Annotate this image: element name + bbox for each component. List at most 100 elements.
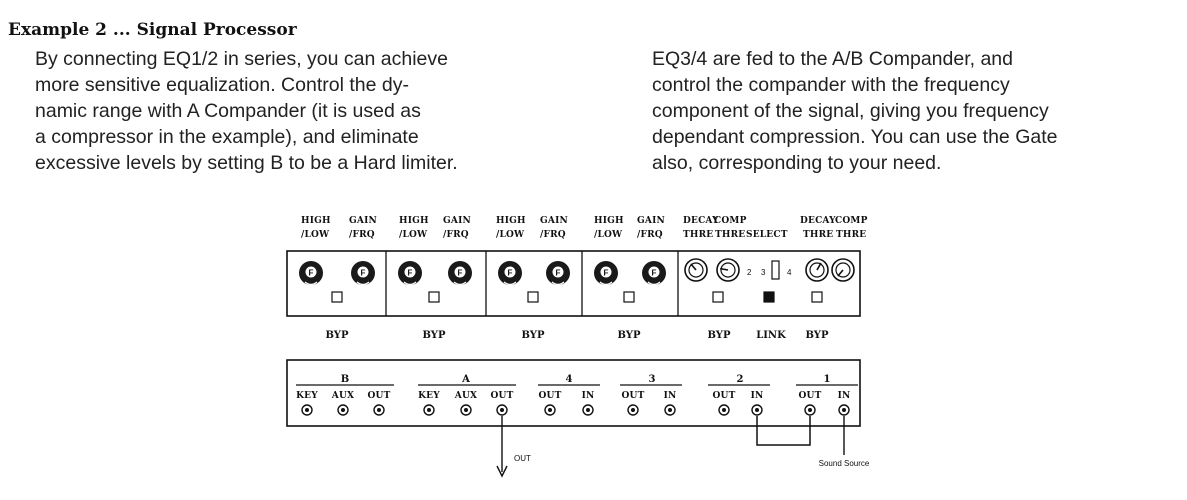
eq-label-high: HIGH: [399, 216, 429, 226]
knob-cap: [504, 266, 516, 278]
dial-pointer: [816, 262, 822, 271]
comp-label-thre: THRE: [715, 230, 745, 240]
jack-center: [755, 408, 759, 412]
knob-arc: [647, 281, 661, 286]
knob-arc: [551, 281, 565, 286]
bypass-switch: [527, 291, 539, 303]
jack-center: [842, 408, 846, 412]
jack-label: OUT: [368, 391, 391, 401]
comp-label-thre: THRE: [803, 230, 833, 240]
text-line: component of the signal, giving you freq…: [652, 100, 1049, 122]
dial-pointer: [837, 269, 844, 277]
eq-label-frq: /FRQ: [443, 230, 469, 240]
jack-center: [341, 408, 345, 412]
select-label: SELECT: [746, 230, 788, 240]
select-number: 2: [747, 268, 752, 277]
knob-letter: F: [361, 269, 366, 278]
jack-group-name: 2: [737, 374, 744, 385]
text-line: namic range with A Compander (it is used…: [35, 100, 421, 122]
knob-letter: F: [309, 269, 314, 278]
knob-letter: F: [652, 269, 657, 278]
jack-label: OUT: [491, 391, 514, 401]
jack-label: OUT: [713, 391, 736, 401]
knob-cap: [454, 266, 466, 278]
dial-ring: [835, 262, 851, 278]
knob-arc: [304, 281, 318, 286]
right-paragraph: EQ3/4 are fed to the A/B Compander, and …: [652, 46, 1172, 176]
jack-center: [668, 408, 672, 412]
example-heading: Example 2 ... Signal Processor: [8, 20, 297, 40]
jack-center: [808, 408, 812, 412]
left-paragraph: By connecting EQ1/2 in series, you can a…: [35, 46, 555, 176]
comp-label-comp: COMP: [835, 216, 868, 226]
comp-label-thre: THRE: [836, 230, 866, 240]
eq-label-gain: GAIN: [349, 216, 377, 226]
sound-source-label: Sound Source: [819, 459, 870, 468]
jack-center: [427, 408, 431, 412]
jack-label: IN: [751, 391, 764, 401]
jack-center: [464, 408, 468, 412]
text-line: dependant compression. You can use the G…: [652, 126, 1058, 148]
dial-ring: [809, 262, 825, 278]
eq-label-low: /LOW: [594, 230, 623, 240]
select-switch: [771, 260, 780, 280]
jack-label: OUT: [539, 391, 562, 401]
knob-cap: [305, 266, 317, 278]
knob-letter: F: [508, 269, 513, 278]
knob-arc: [403, 281, 417, 286]
link-label: LINK: [756, 330, 786, 341]
eq-label-frq: /FRQ: [637, 230, 663, 240]
output-arrow: [496, 465, 508, 478]
bypass-label: BYP: [423, 330, 446, 341]
dial-ring: [688, 262, 704, 278]
knob-letter: F: [408, 269, 413, 278]
jack-center: [722, 408, 726, 412]
text-line: a compressor in the example), and elimin…: [35, 126, 419, 148]
eq-label-high: HIGH: [594, 216, 624, 226]
knob-cap: [552, 266, 564, 278]
eq-label-gain: GAIN: [443, 216, 471, 226]
comp-label-decay: DECAY: [800, 216, 836, 226]
knob-cap: [404, 266, 416, 278]
jack-group-name: 1: [824, 374, 831, 385]
patch-cable: [756, 416, 811, 446]
dial-ring: [720, 262, 736, 278]
knob-cap: [600, 266, 612, 278]
jack-label: OUT: [622, 391, 645, 401]
jack-label: AUX: [331, 391, 354, 401]
dial-pointer: [719, 267, 729, 271]
link-switch: [763, 291, 775, 303]
bypass-switch: [623, 291, 635, 303]
text-line: EQ3/4 are fed to the A/B Compander, and: [652, 48, 1013, 70]
bypass-label: BYP: [618, 330, 641, 341]
jack-label: IN: [582, 391, 595, 401]
jack-label: AUX: [454, 391, 477, 401]
jack-label: IN: [838, 391, 851, 401]
knob-letter: F: [604, 269, 609, 278]
bypass-label: BYP: [326, 330, 349, 341]
panel-frame: [286, 250, 861, 317]
comp-label-comp: COMP: [714, 216, 747, 226]
eq-label-high: HIGH: [301, 216, 331, 226]
comp-label-decay: DECAY: [683, 216, 719, 226]
jack-group-name: B: [341, 374, 349, 385]
jack-group-name: 4: [566, 374, 573, 385]
jack-label: KEY: [296, 391, 318, 401]
text-line: also, corresponding to your need.: [652, 152, 942, 174]
text-line: By connecting EQ1/2 in series, you can a…: [35, 48, 448, 70]
jack-center: [631, 408, 635, 412]
knob-letter: F: [458, 269, 463, 278]
jack-group-name: 3: [649, 374, 656, 385]
bypass-switch: [712, 291, 724, 303]
knob-arc: [356, 281, 370, 286]
eq-label-frq: /FRQ: [349, 230, 375, 240]
knob-arc: [453, 281, 467, 286]
text-line: more sensitive equalization. Control the…: [35, 74, 409, 96]
knob-cap: [648, 266, 660, 278]
jack-center: [377, 408, 381, 412]
bypass-switch: [428, 291, 440, 303]
bypass-label: BYP: [708, 330, 731, 341]
select-number: 3: [761, 268, 766, 277]
eq-label-low: /LOW: [399, 230, 428, 240]
